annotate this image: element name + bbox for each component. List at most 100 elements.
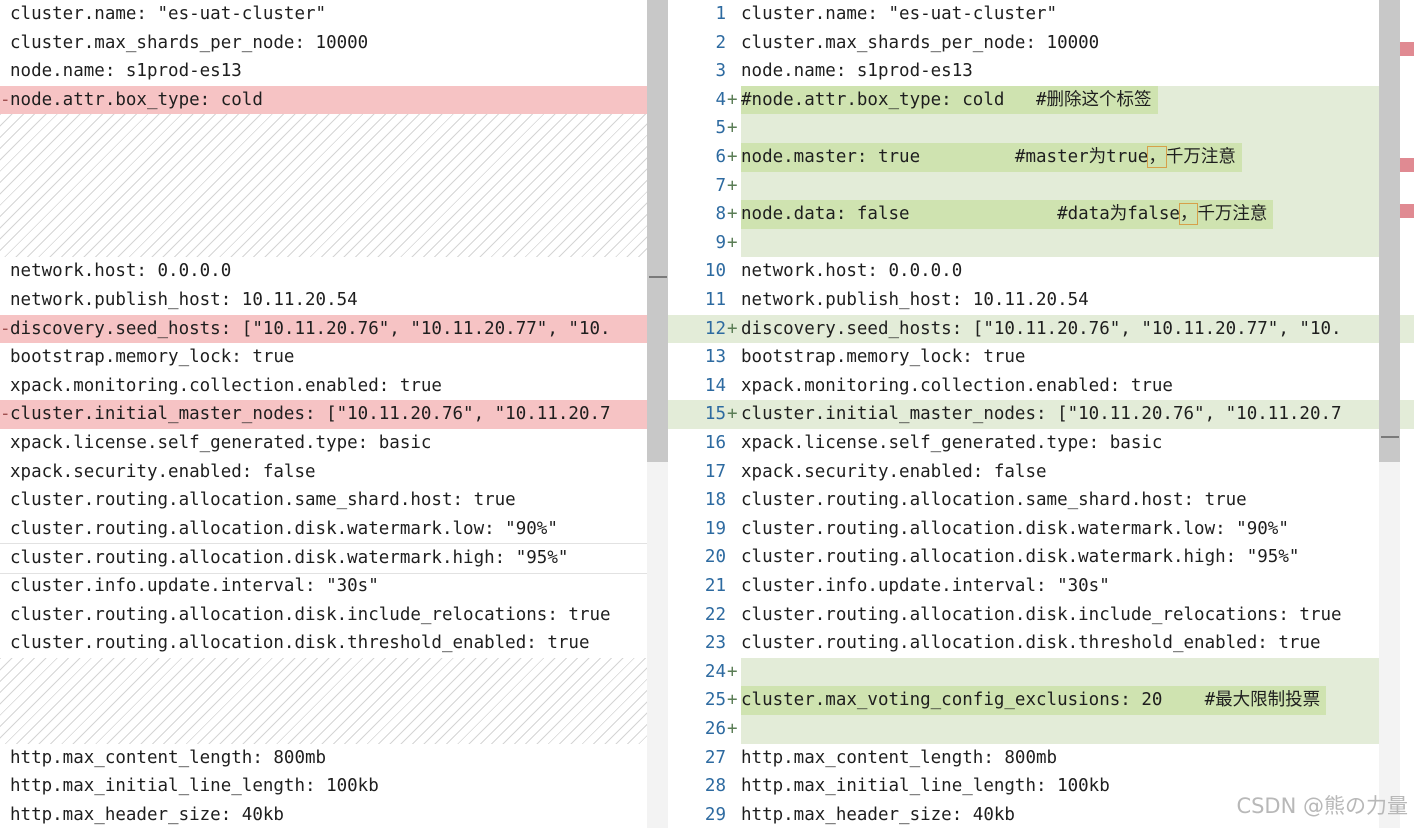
code-line: network.host: 0.0.0.0	[0, 257, 668, 286]
code-line: bootstrap.memory_lock: true	[0, 343, 668, 372]
line-text: cluster.name: "es-uat-cluster"	[10, 4, 327, 24]
watermark: CSDN @熊の力量	[1236, 794, 1408, 818]
line-text: cluster.routing.allocation.disk.watermar…	[741, 547, 1300, 568]
line-text: cluster.routing.allocation.disk.watermar…	[10, 548, 569, 569]
added-marker: +	[727, 147, 738, 167]
removed-line: -discovery.seed_hosts: ["10.11.20.76", "…	[0, 314, 668, 344]
code-line: http.max_header_size: 40kb	[0, 801, 668, 828]
line-number: 14	[704, 375, 726, 396]
left-pane-scrollbar-thumb[interactable]	[647, 0, 668, 462]
line-number: 26	[704, 719, 726, 739]
line-text: node.attr.box_type: cold	[10, 89, 263, 110]
line-text: xpack.monitoring.collection.enabled: tru…	[741, 375, 1173, 396]
line-text: node.master: true #master为true，千万注意	[741, 143, 1242, 172]
line-text: cluster.initial_master_nodes: ["10.11.20…	[10, 404, 611, 425]
line-number: 25	[704, 690, 726, 711]
code-line: xpack.monitoring.collection.enabled: tru…	[0, 372, 668, 401]
scroll-position-marker	[1381, 436, 1399, 438]
line-number: 6	[715, 147, 726, 167]
removed-marker: -	[0, 404, 11, 425]
line-number: 4	[715, 89, 726, 110]
code-line: cluster.routing.allocation.disk.watermar…	[0, 515, 668, 544]
line-text: http.max_content_length: 800mb	[10, 747, 327, 768]
line-number: 20	[704, 547, 726, 568]
line-text: cluster.routing.allocation.same_shard.ho…	[741, 490, 1247, 511]
line-text: node.name: s1prod-es13	[10, 61, 242, 82]
added-marker: +	[727, 318, 738, 339]
line-text: discovery.seed_hosts: ["10.11.20.76", "1…	[10, 318, 611, 339]
code-line: http.max_initial_line_length: 100kb	[0, 772, 668, 801]
line-number: 15	[704, 404, 726, 425]
line-number: 16	[704, 433, 726, 453]
added-line: 4+#node.attr.box_type: cold #删除这个标签	[668, 85, 1414, 115]
line-text: node.data: false #data为false，千万注意	[741, 200, 1274, 229]
modified-line: 12+discovery.seed_hosts: ["10.11.20.76",…	[668, 314, 1414, 344]
code-line: cluster.routing.allocation.disk.threshol…	[0, 629, 668, 658]
line-text: xpack.license.self_generated.type: basic	[741, 433, 1163, 453]
line-text: cluster.max_shards_per_node: 10000	[10, 32, 369, 53]
code-line: 27 http.max_content_length: 800mb	[668, 744, 1414, 773]
code-line: xpack.license.self_generated.type: basic	[0, 429, 668, 458]
code-line: cluster.info.update.interval: "30s"	[0, 572, 668, 601]
added-marker: +	[727, 661, 738, 682]
right-pane-scrollbar-thumb[interactable]	[1379, 0, 1400, 462]
overview-change-marker[interactable]	[1400, 42, 1414, 56]
original-file-pane[interactable]: cluster.name: "es-uat-cluster" cluster.m…	[0, 0, 668, 828]
overview-change-marker[interactable]	[1400, 158, 1414, 172]
line-text: cluster.max_shards_per_node: 10000	[741, 32, 1100, 53]
line-number: 17	[704, 461, 726, 482]
added-marker: +	[727, 232, 738, 253]
line-number: 21	[704, 576, 726, 596]
line-text: cluster.initial_master_nodes: ["10.11.20…	[741, 404, 1342, 425]
added-marker: +	[727, 89, 738, 110]
line-text: http.max_initial_line_length: 100kb	[741, 776, 1110, 797]
code-line: cluster.name: "es-uat-cluster"	[0, 0, 668, 29]
fullwidth-comma: ，	[1147, 146, 1167, 168]
code-line: 1 cluster.name: "es-uat-cluster"	[668, 0, 1414, 29]
diff-filler-hatch	[0, 114, 668, 258]
current-code-line: cluster.routing.allocation.disk.watermar…	[0, 543, 668, 574]
added-marker: +	[727, 175, 738, 196]
removed-marker: -	[0, 318, 11, 339]
overview-change-marker[interactable]	[1400, 204, 1414, 218]
line-text: network.host: 0.0.0.0	[10, 261, 232, 282]
added-block-highlight	[741, 85, 1400, 258]
code-line: http.max_content_length: 800mb	[0, 744, 668, 773]
added-empty-line: 24+	[668, 658, 1414, 687]
removed-marker: -	[0, 89, 11, 110]
line-text: cluster.name: "es-uat-cluster"	[741, 4, 1058, 24]
line-text: cluster.routing.allocation.disk.watermar…	[10, 518, 558, 539]
line-number: 8	[715, 204, 726, 225]
line-number: 18	[704, 490, 726, 511]
line-text: #node.attr.box_type: cold #删除这个标签	[741, 85, 1158, 115]
code-line: cluster.max_shards_per_node: 10000	[0, 29, 668, 58]
line-text: network.publish_host: 10.11.20.54	[741, 290, 1089, 310]
line-number: 28	[704, 776, 726, 797]
line-text: http.max_content_length: 800mb	[741, 747, 1058, 768]
code-line: 18 cluster.routing.allocation.same_shard.…	[668, 486, 1414, 515]
line-text: network.publish_host: 10.11.20.54	[10, 290, 358, 310]
line-note: 千万注意	[1165, 147, 1236, 167]
line-text: cluster.routing.allocation.disk.include_…	[741, 604, 1342, 625]
line-number: 5	[715, 118, 726, 139]
line-text: cluster.routing.allocation.disk.include_…	[10, 604, 611, 625]
line-number: 23	[704, 633, 726, 654]
added-empty-line: 9+	[668, 229, 1414, 258]
line-number: 27	[704, 747, 726, 768]
line-text: xpack.monitoring.collection.enabled: tru…	[10, 375, 442, 396]
diff-filler-hatch	[0, 657, 668, 744]
removed-line: -cluster.initial_master_nodes: ["10.11.2…	[0, 400, 668, 429]
line-text: cluster.routing.allocation.disk.watermar…	[741, 518, 1289, 539]
line-number: 1	[715, 4, 726, 24]
code-line: 28 http.max_initial_line_length: 100kb	[668, 772, 1414, 801]
added-line: 8+node.data: false #data为false，千万注意	[668, 200, 1414, 229]
added-marker: +	[727, 719, 738, 739]
line-note: 千万注意	[1197, 204, 1268, 225]
added-marker: +	[727, 118, 738, 139]
